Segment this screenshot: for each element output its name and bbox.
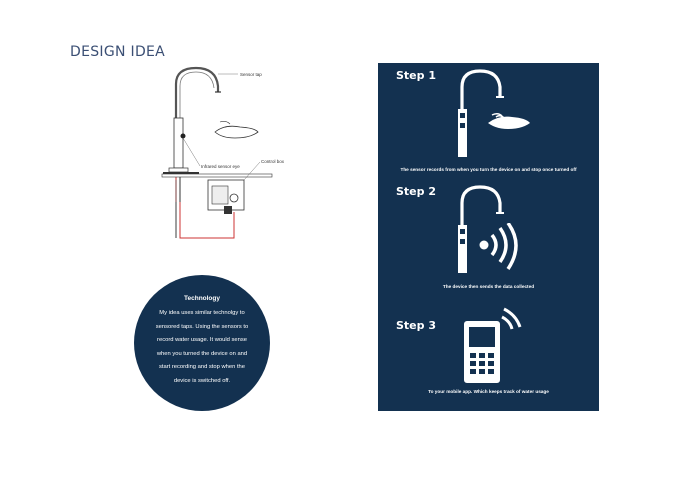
faucet-icon bbox=[458, 69, 504, 157]
step-2-title: Step 2 bbox=[396, 185, 436, 198]
faucet-schematic bbox=[161, 66, 273, 239]
technology-line: start recording and stop when the bbox=[158, 364, 246, 370]
step-1-title: Step 1 bbox=[396, 69, 436, 82]
technology-line: sensored taps. Using the sensors to bbox=[155, 323, 249, 330]
label-sensor-tap: Sensor tap bbox=[240, 72, 262, 77]
step-1-caption: The sensor records from when you turn th… bbox=[400, 167, 577, 172]
technology-circle: Technology My idea uses similar technolg… bbox=[134, 275, 270, 411]
technology-title: Technology bbox=[184, 295, 220, 302]
hand-icon bbox=[488, 112, 530, 129]
sensor-tap-diagram: Sensor tap Infrared sensor eye Control b… bbox=[160, 62, 300, 252]
faucet-icon bbox=[458, 185, 504, 273]
technology-text: My idea uses similar technolgy to sensor… bbox=[148, 307, 256, 388]
technology-line: record water usage. It would sense bbox=[157, 337, 247, 343]
page-title: DESIGN IDEA bbox=[70, 44, 166, 60]
technology-line: My idea uses similar technolgy to bbox=[159, 310, 245, 316]
technology-line: when you turned the device on and bbox=[156, 350, 248, 357]
step-2-caption: The device then sends the data collected bbox=[442, 284, 535, 289]
wireless-signal-icon bbox=[479, 223, 518, 270]
label-infrared-sensor-eye: Infrared sensor eye bbox=[201, 164, 240, 169]
label-control-box: Control box bbox=[261, 159, 285, 164]
step-3-caption: To your mobile app. Which keeps track of… bbox=[428, 389, 549, 394]
steps-panel: Step 1 The sensor records from when you … bbox=[378, 63, 599, 411]
mobile-phone-icon bbox=[464, 307, 522, 383]
technology-line: device is switched off. bbox=[173, 377, 231, 384]
step-3-title: Step 3 bbox=[396, 319, 436, 332]
